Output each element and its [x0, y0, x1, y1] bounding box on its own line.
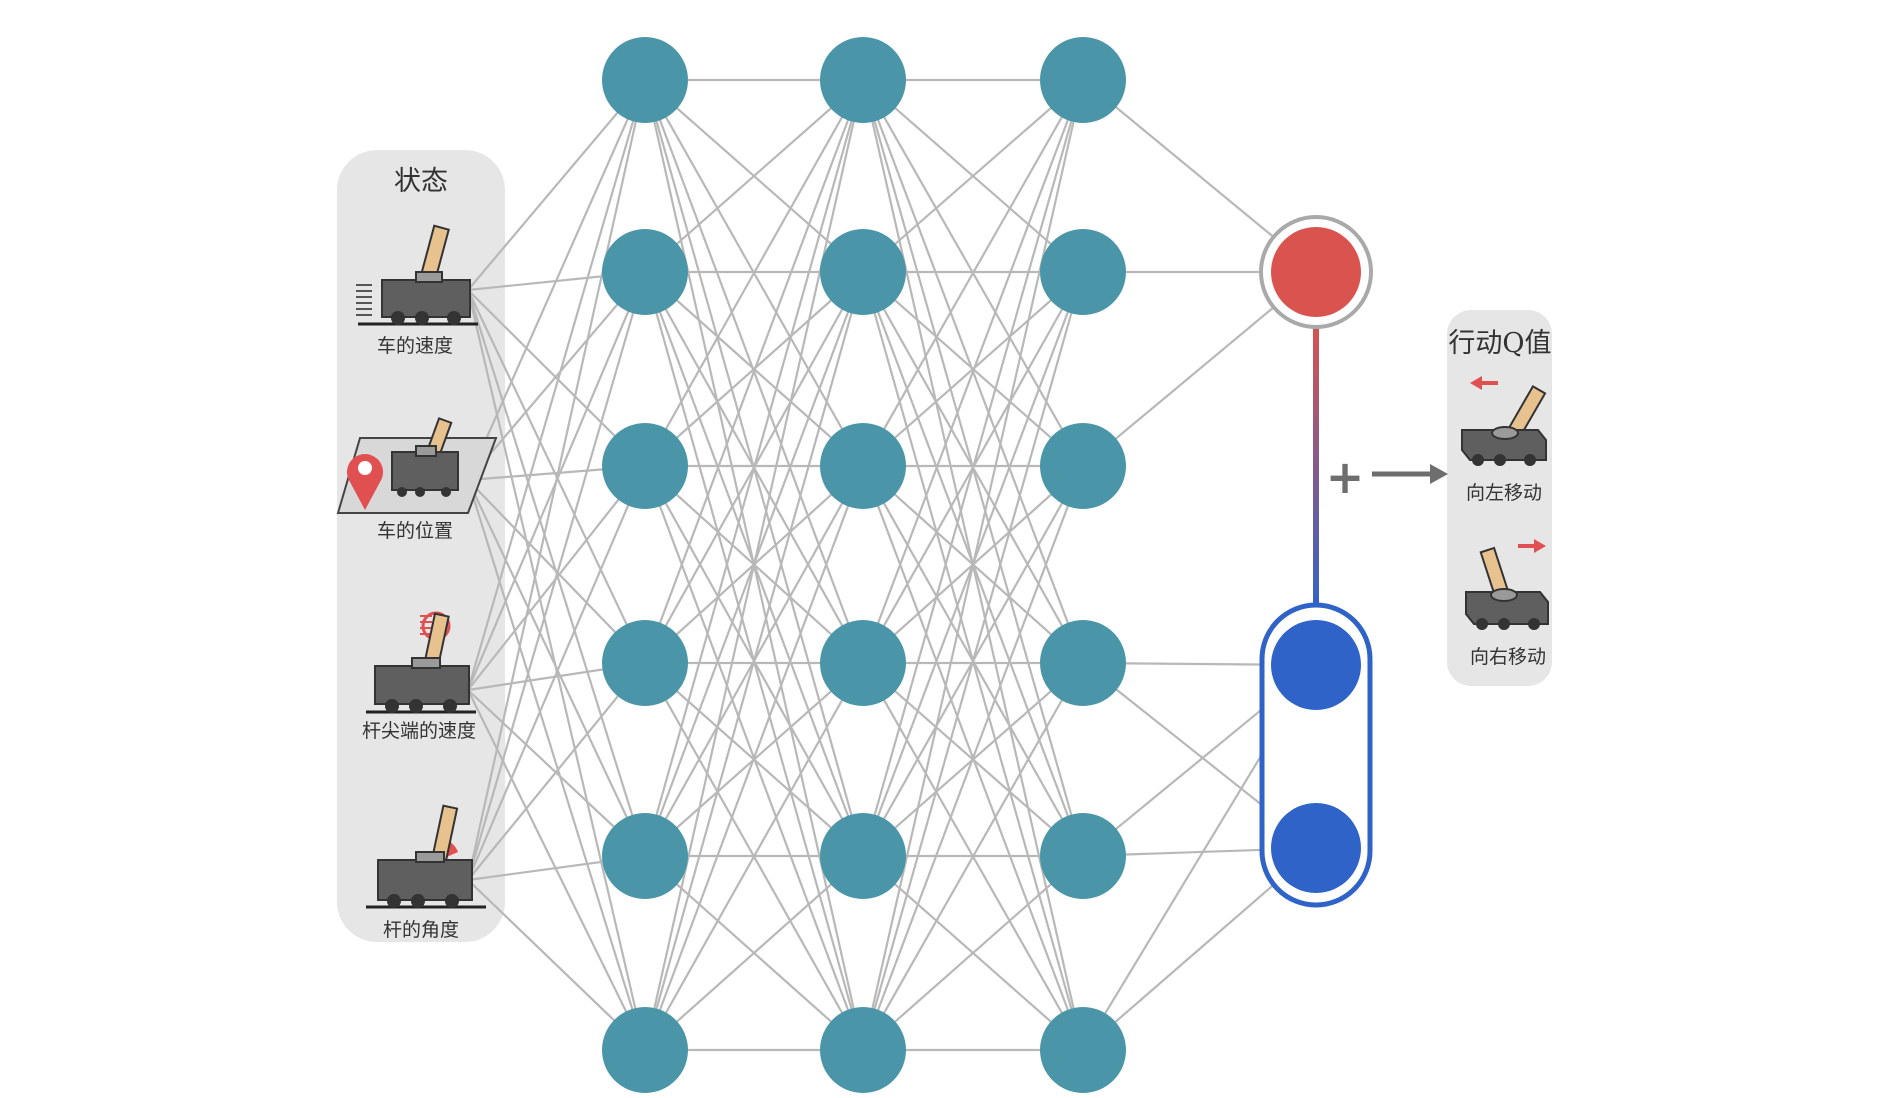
action-label-1: 向右移动	[1470, 646, 1546, 668]
pole-tip-velocity-icon	[366, 611, 476, 714]
edge-h1-5-h2-2	[643, 465, 865, 1051]
edge-h1-1-h2-0	[644, 79, 864, 273]
edge-input-1-h1-5	[466, 479, 647, 1051]
advantage-node-right	[1271, 803, 1361, 893]
edge-input-1-h1-0	[466, 79, 647, 481]
hidden-node-l1-2	[602, 423, 688, 509]
edge-input-3-h1-2	[466, 465, 647, 881]
hidden-node-l2-1	[820, 229, 906, 315]
edge-h1-5-h2-0	[643, 79, 865, 1051]
edge-h2-5-h3-3	[862, 662, 1084, 1051]
edge-h2-5-h3-0	[861, 79, 1085, 1051]
advantage-node-left	[1271, 620, 1361, 710]
edge-h1-4-h2-0	[643, 79, 865, 857]
hidden-node-l3-2	[1040, 423, 1126, 509]
edge-input-3-h1-0	[466, 79, 647, 881]
move-right-icon	[1465, 539, 1549, 630]
edge-input-2-h1-0	[466, 79, 647, 691]
aggregation: +	[1326, 450, 1448, 504]
action-label-0: 向左移动	[1466, 482, 1542, 504]
state-item-label-2: 杆尖端的速度	[362, 720, 476, 742]
hidden-node-l2-4	[820, 813, 906, 899]
state-item-label-1: 车的位置	[377, 520, 453, 542]
state-item-label-0: 车的速度	[377, 335, 453, 357]
location-pin-icon	[347, 454, 384, 510]
edge-h2-1-h3-0	[862, 79, 1084, 273]
edge-input-1-h1-1	[467, 271, 646, 481]
edge-h2-5-h3-1	[861, 271, 1085, 1051]
hidden-node-l2-5	[820, 1007, 906, 1093]
edge-h2-3-h3-0	[861, 79, 1085, 664]
edge-h1-2-h2-0	[644, 79, 864, 467]
hidden-node-l3-1	[1040, 229, 1126, 315]
network-nodes	[602, 37, 1126, 1093]
hidden-node-l3-5	[1040, 1007, 1126, 1093]
arrow-head-icon	[1430, 464, 1448, 484]
state-item-label-3: 杆的角度	[383, 919, 459, 941]
action-q-panel-title: 行动Q值	[1448, 328, 1551, 359]
edge-input-1-h1-4	[467, 479, 646, 857]
state-panel-title: 状态	[394, 166, 448, 197]
edge-h1-5-h2-4	[644, 855, 864, 1051]
hidden-node-l1-0	[602, 37, 688, 123]
hidden-node-l2-2	[820, 423, 906, 509]
edge-input-3-h1-1	[466, 271, 647, 881]
hidden-node-l2-0	[820, 37, 906, 123]
edge-h1-5-h2-3	[644, 662, 864, 1051]
hidden-node-l1-4	[602, 813, 688, 899]
edge-h2-4-h3-0	[861, 79, 1085, 857]
hidden-node-l1-3	[602, 620, 688, 706]
edge-h2-5-h3-4	[862, 855, 1084, 1051]
hidden-node-l1-1	[602, 229, 688, 315]
edge-input-0-h1-0	[467, 79, 646, 291]
edge-input-3-h1-3	[467, 662, 646, 881]
network-edges	[466, 78, 1317, 1052]
edge-h2-5-h3-2	[861, 465, 1085, 1051]
edge-h1-5-h2-1	[643, 271, 865, 1051]
cart-speed-icon	[356, 224, 478, 326]
hidden-node-l3-0	[1040, 37, 1126, 123]
hidden-node-l2-3	[820, 620, 906, 706]
hidden-node-l3-4	[1040, 813, 1126, 899]
state-panel	[337, 150, 505, 942]
hidden-node-l1-5	[602, 1007, 688, 1093]
edge-h2-2-h3-0	[862, 79, 1084, 467]
value-node	[1259, 215, 1373, 329]
plus-icon: +	[1326, 450, 1365, 504]
edge-h1-3-h2-0	[643, 79, 865, 664]
move-left-icon	[1461, 376, 1547, 466]
value-advantage-link	[1313, 322, 1319, 612]
cart-position-icon	[336, 417, 498, 514]
hidden-node-l3-3	[1040, 620, 1126, 706]
pole-angle-icon	[366, 804, 486, 909]
